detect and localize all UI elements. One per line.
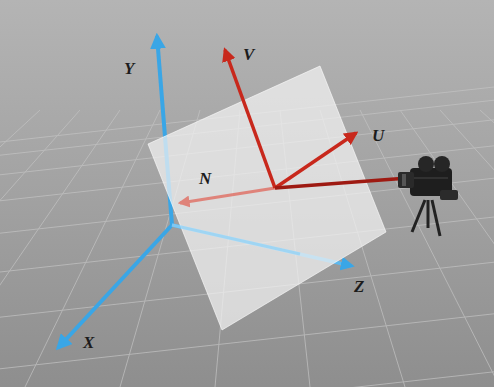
grid-line [440, 110, 494, 387]
grid-line [0, 110, 80, 387]
z-axis-through-plane [172, 225, 300, 254]
axis-label: Z [354, 278, 364, 295]
axis-label: V [243, 46, 254, 63]
camera-icon [398, 156, 458, 236]
camera-vectors [180, 50, 408, 203]
grid-line [25, 110, 160, 387]
grid-line [0, 314, 494, 369]
view-plane [148, 66, 386, 330]
axis-label: X [83, 334, 94, 351]
grid-line [400, 110, 494, 387]
grid-line [480, 110, 494, 387]
grid-line [0, 372, 494, 387]
axis-label: N [199, 170, 211, 187]
grid-line [360, 110, 494, 387]
axis-label: Y [124, 60, 134, 77]
axis-label: U [372, 127, 384, 144]
